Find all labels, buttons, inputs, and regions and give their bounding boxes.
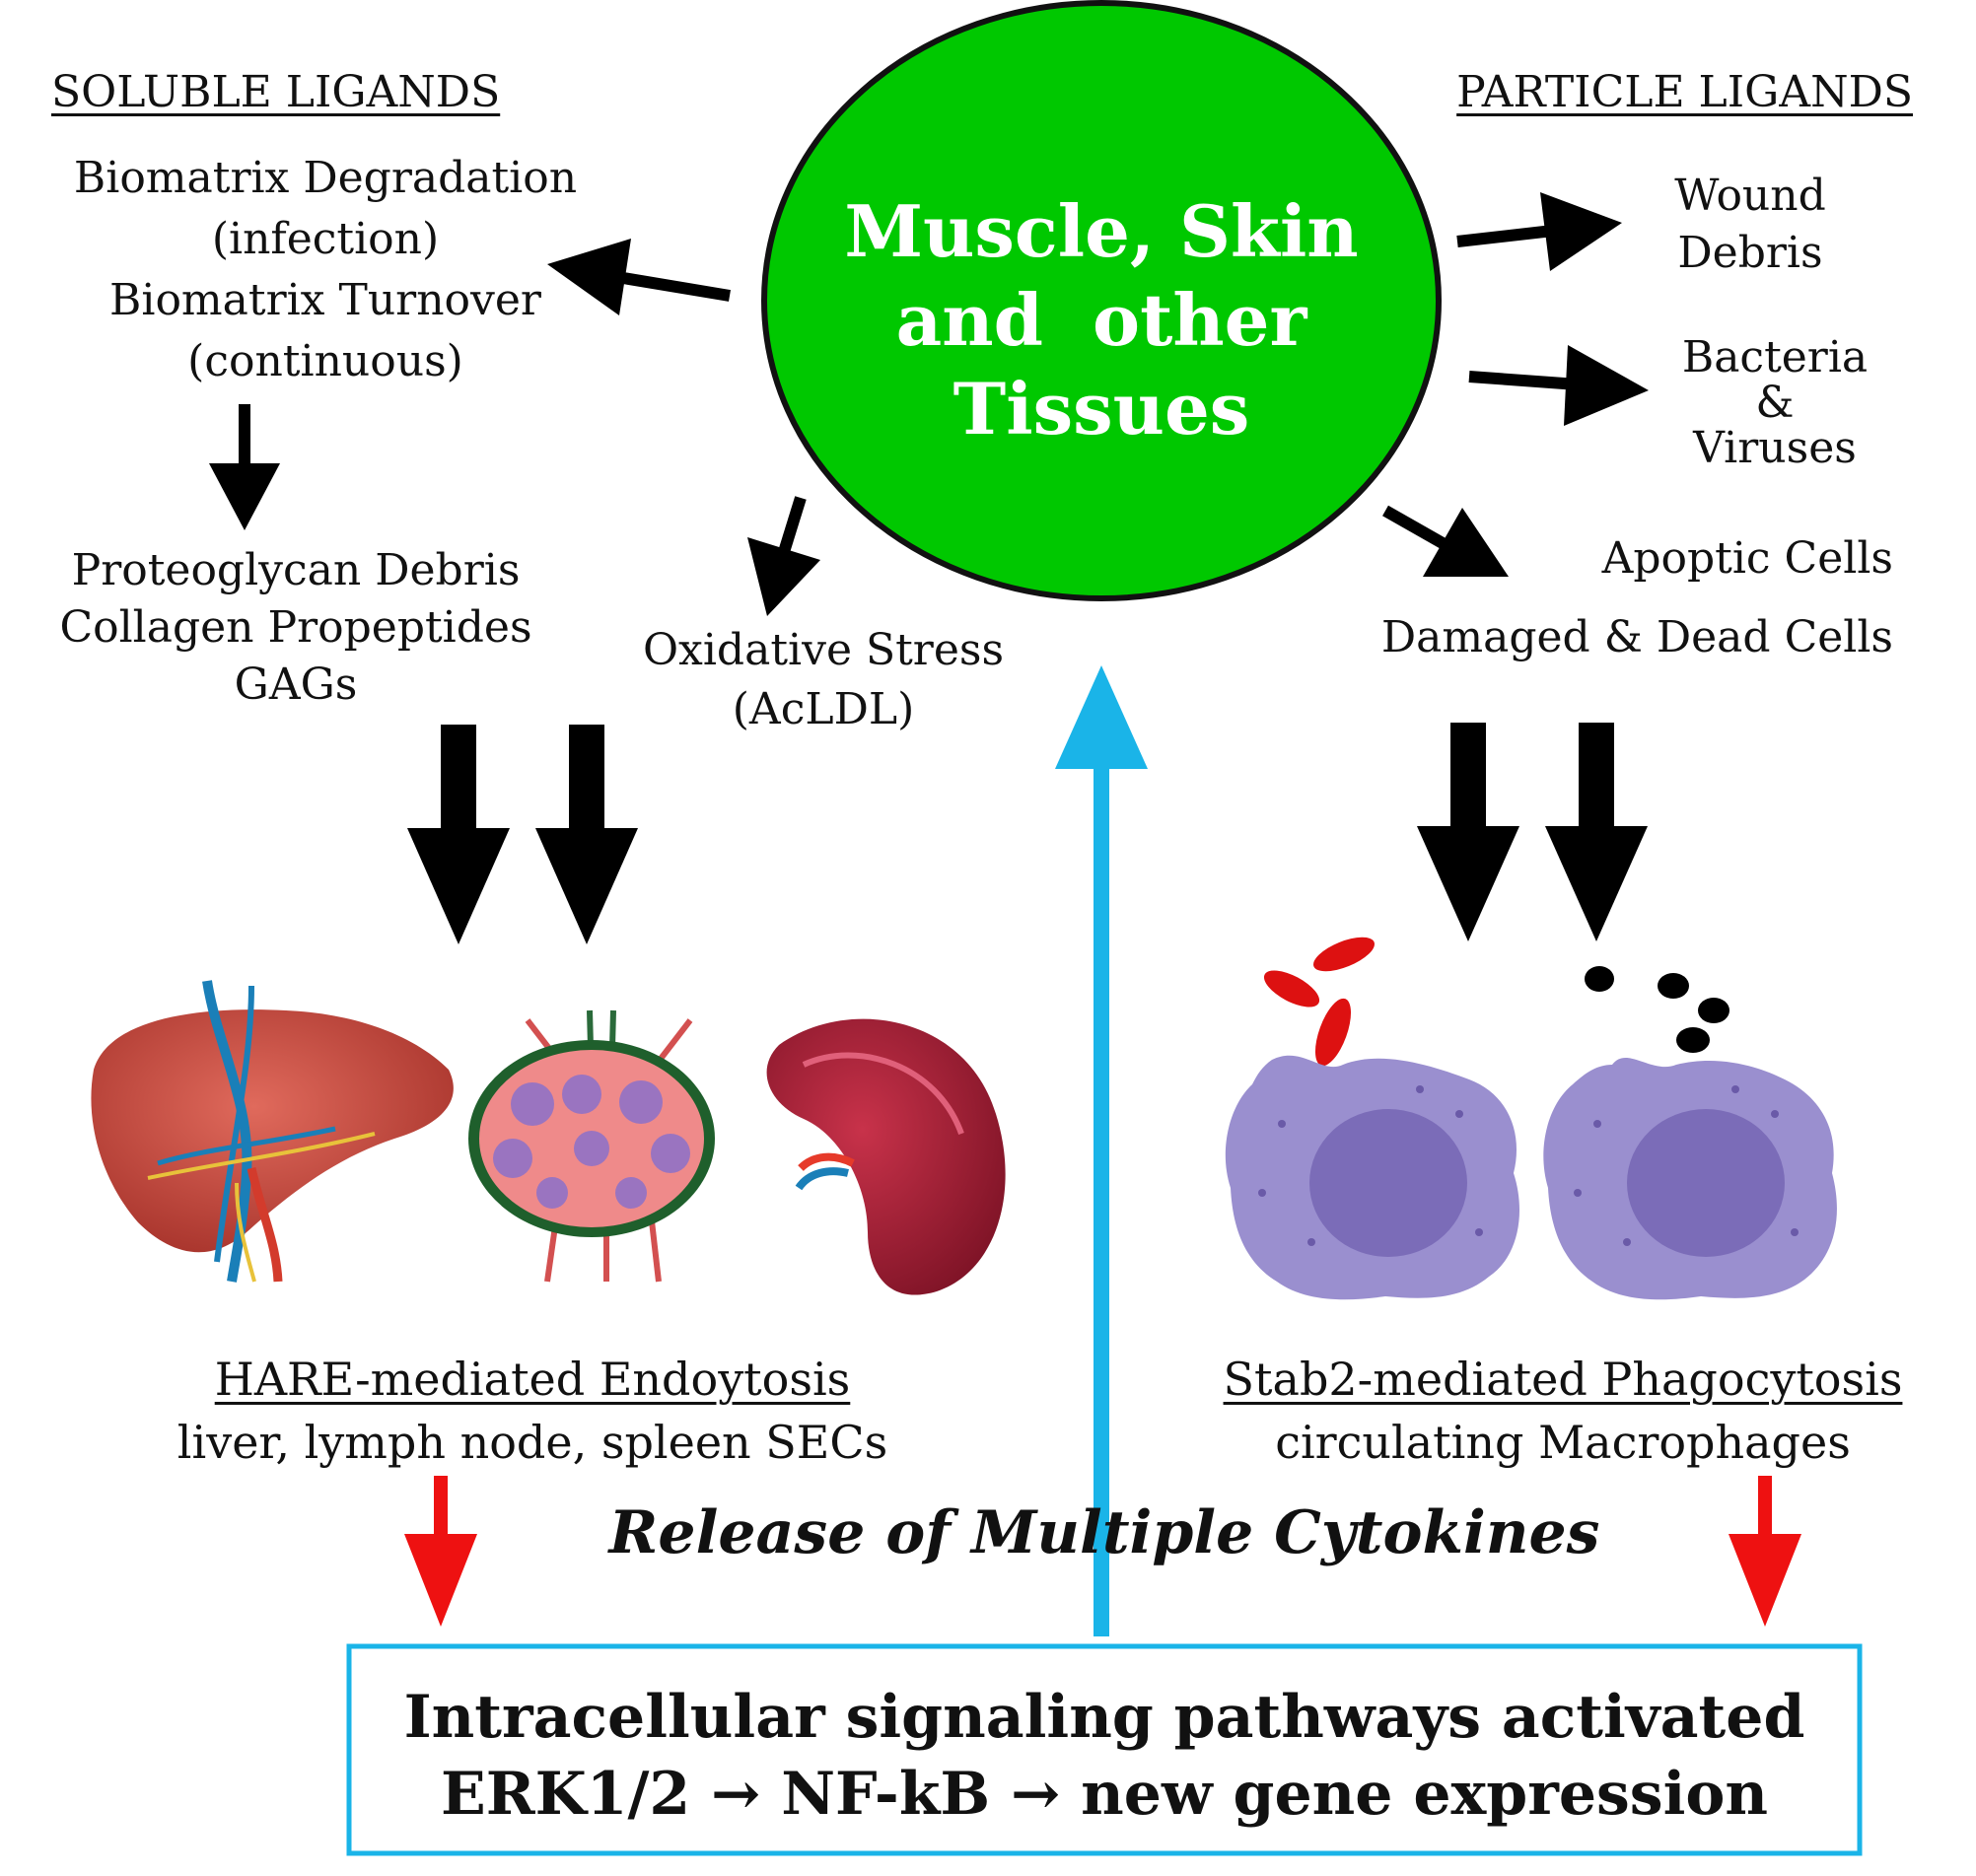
wound-debris-line-2: Debris <box>1677 228 1823 278</box>
oxidative-stress-line-2: (AcLDL) <box>732 684 915 734</box>
damaged-cells: Damaged & Dead Cells <box>1380 612 1893 662</box>
arrow-to-oxidative-stress <box>747 496 820 616</box>
signaling-line-2: ERK1/2 → NF-kB → new gene expression <box>440 1760 1768 1829</box>
signaling-box <box>346 1643 1863 1856</box>
signaling-line-1: Intracellular signaling pathways activat… <box>403 1683 1805 1752</box>
bacteria-line-3: Viruses <box>1693 423 1857 473</box>
cytokine-arrow-left <box>404 1476 477 1627</box>
source-line-4: (continuous) <box>187 336 463 386</box>
arrow-sources-to-products <box>209 404 280 530</box>
tissue-ellipse <box>761 0 1442 601</box>
apoptic-cells: Apoptic Cells <box>1601 533 1893 584</box>
arrow-products-to-endocytosis-2 <box>535 725 638 944</box>
product-line-2: Collagen Propeptides <box>59 602 532 653</box>
liver-icon <box>91 980 454 1283</box>
tissue-label-line-1: Muscle, Skin <box>844 189 1359 273</box>
tissue-label-line-2: and other <box>895 278 1307 362</box>
wound-debris-line-1: Wound <box>1674 171 1826 221</box>
phagocytosis-subtitle: circulating Macrophages <box>1275 1416 1851 1469</box>
arrow-products-to-endocytosis-1 <box>407 725 510 944</box>
endocytosis-title: HARE-mediated Endoytosis <box>214 1353 851 1406</box>
arrow-to-bacteria <box>1468 345 1649 426</box>
arrow-to-apoptic-cells <box>1382 505 1509 577</box>
particle-ligands-heading: PARTICLE LIGANDS <box>1456 67 1913 117</box>
oxidative-stress: Oxidative Stress (AcLDL) <box>611 621 1035 739</box>
lymph-node-icon <box>468 1009 715 1283</box>
oxidative-stress-line-1: Oxidative Stress <box>642 625 1005 675</box>
feedback-arrow <box>1055 665 1148 1636</box>
arrow-to-wound-debris <box>1456 192 1622 271</box>
endocytosis-subtitle: liver, lymph node, spleen SECs <box>176 1416 888 1469</box>
source-line-2: (infection) <box>211 214 440 264</box>
arrow-cells-to-phagocytosis-2 <box>1545 723 1648 941</box>
arrow-cells-to-phagocytosis-1 <box>1417 723 1519 941</box>
source-line-1: Biomatrix Degradation <box>73 153 578 203</box>
red-blood-cells-icon <box>1263 937 1375 1067</box>
cytokines-label: Release of Multiple Cytokines <box>608 1498 1600 1567</box>
tissue-label-line-3: Tissues <box>953 367 1250 451</box>
signaling-text: Intracellular signaling pathways activat… <box>355 1679 1854 1833</box>
arrow-to-soluble-sources <box>547 239 731 315</box>
wound-debris: Wound Debris <box>1627 168 1873 282</box>
phagocytosis-title: Stab2-mediated Phagocytosis <box>1223 1353 1903 1406</box>
cytokine-arrow-right <box>1729 1476 1801 1627</box>
tissue-label: Muscle, Skin and other Tissues <box>789 187 1414 453</box>
macrophage-icon-2 <box>1543 1057 1837 1300</box>
soluble-ligands-heading: SOLUBLE LIGANDS <box>51 67 501 117</box>
soluble-sources: Biomatrix Degradation (infection) Biomat… <box>30 148 621 392</box>
bacteria-icon <box>1585 966 1729 1053</box>
product-line-1: Proteoglycan Debris <box>71 545 521 595</box>
product-line-3: GAGs <box>234 660 358 710</box>
bacteria-line-1: Bacteria <box>1681 332 1869 382</box>
bacteria-line-2: & <box>1755 378 1795 428</box>
macrophage-icon <box>1225 1055 1520 1300</box>
bacteria-viruses: Bacteria & Viruses <box>1647 335 1903 471</box>
soluble-products: Proteoglycan Debris Collagen Propeptides… <box>20 542 572 714</box>
spleen-icon <box>766 1018 1006 1295</box>
source-line-3: Biomatrix Turnover <box>109 275 541 325</box>
